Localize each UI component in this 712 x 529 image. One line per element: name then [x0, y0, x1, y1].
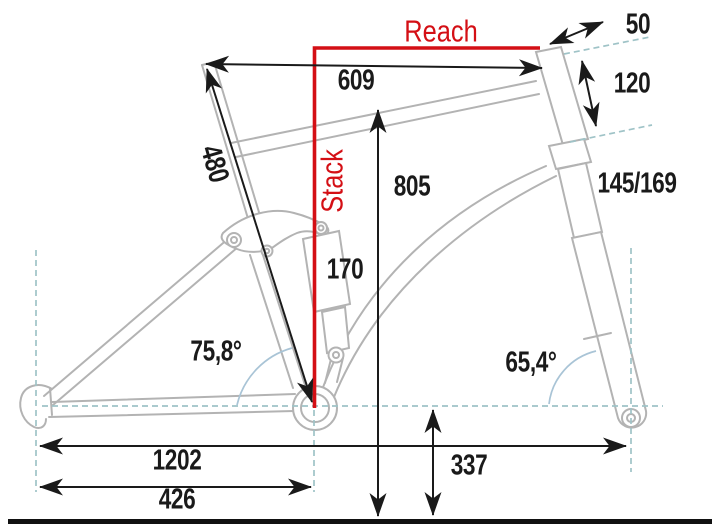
- top-tube: [230, 80, 537, 144]
- dim-spacer: [549, 21, 604, 45]
- top-tube-value: 609: [337, 64, 375, 97]
- chainstay-tube: [51, 393, 296, 403]
- wheelbase-value: 1202: [152, 444, 202, 477]
- ground-line: [8, 519, 712, 524]
- dim-seat-tube: [205, 68, 314, 403]
- fork-stanchion: [556, 161, 604, 240]
- standover-value: 805: [393, 170, 431, 203]
- pivot: [314, 221, 328, 235]
- seat-angle-value: 75,8°: [190, 335, 242, 368]
- shock-eyelet: [327, 346, 345, 364]
- head-tube-value: 120: [613, 67, 651, 100]
- head-bottom-dash: [569, 124, 653, 143]
- head-tube: [534, 45, 590, 147]
- dim-top-tube: [205, 55, 543, 77]
- dim-head-tube: [578, 60, 600, 127]
- stack-label: Stack: [314, 149, 350, 213]
- shock-value: 170: [326, 253, 364, 286]
- seatstay-tube: [43, 237, 230, 397]
- head-angle-value: 65,4°: [505, 346, 557, 379]
- chainstay-value: 426: [158, 483, 196, 516]
- head-angle-arc: [548, 350, 597, 405]
- bb-height-value: 337: [450, 449, 488, 482]
- rear-dropout: [19, 384, 53, 429]
- fork-lowers: [570, 230, 648, 429]
- shock-shaft: [320, 305, 351, 355]
- reference-dashes: [35, 36, 663, 492]
- fork-travel-value: 145/169: [597, 167, 677, 200]
- dimension-arrows: [39, 21, 627, 517]
- pivot: [226, 232, 242, 248]
- stack-reach-line: [312, 46, 540, 408]
- spacer-offset-value: 50: [625, 8, 651, 41]
- head-top-dash: [563, 36, 651, 55]
- reach-label: Reach: [404, 13, 478, 49]
